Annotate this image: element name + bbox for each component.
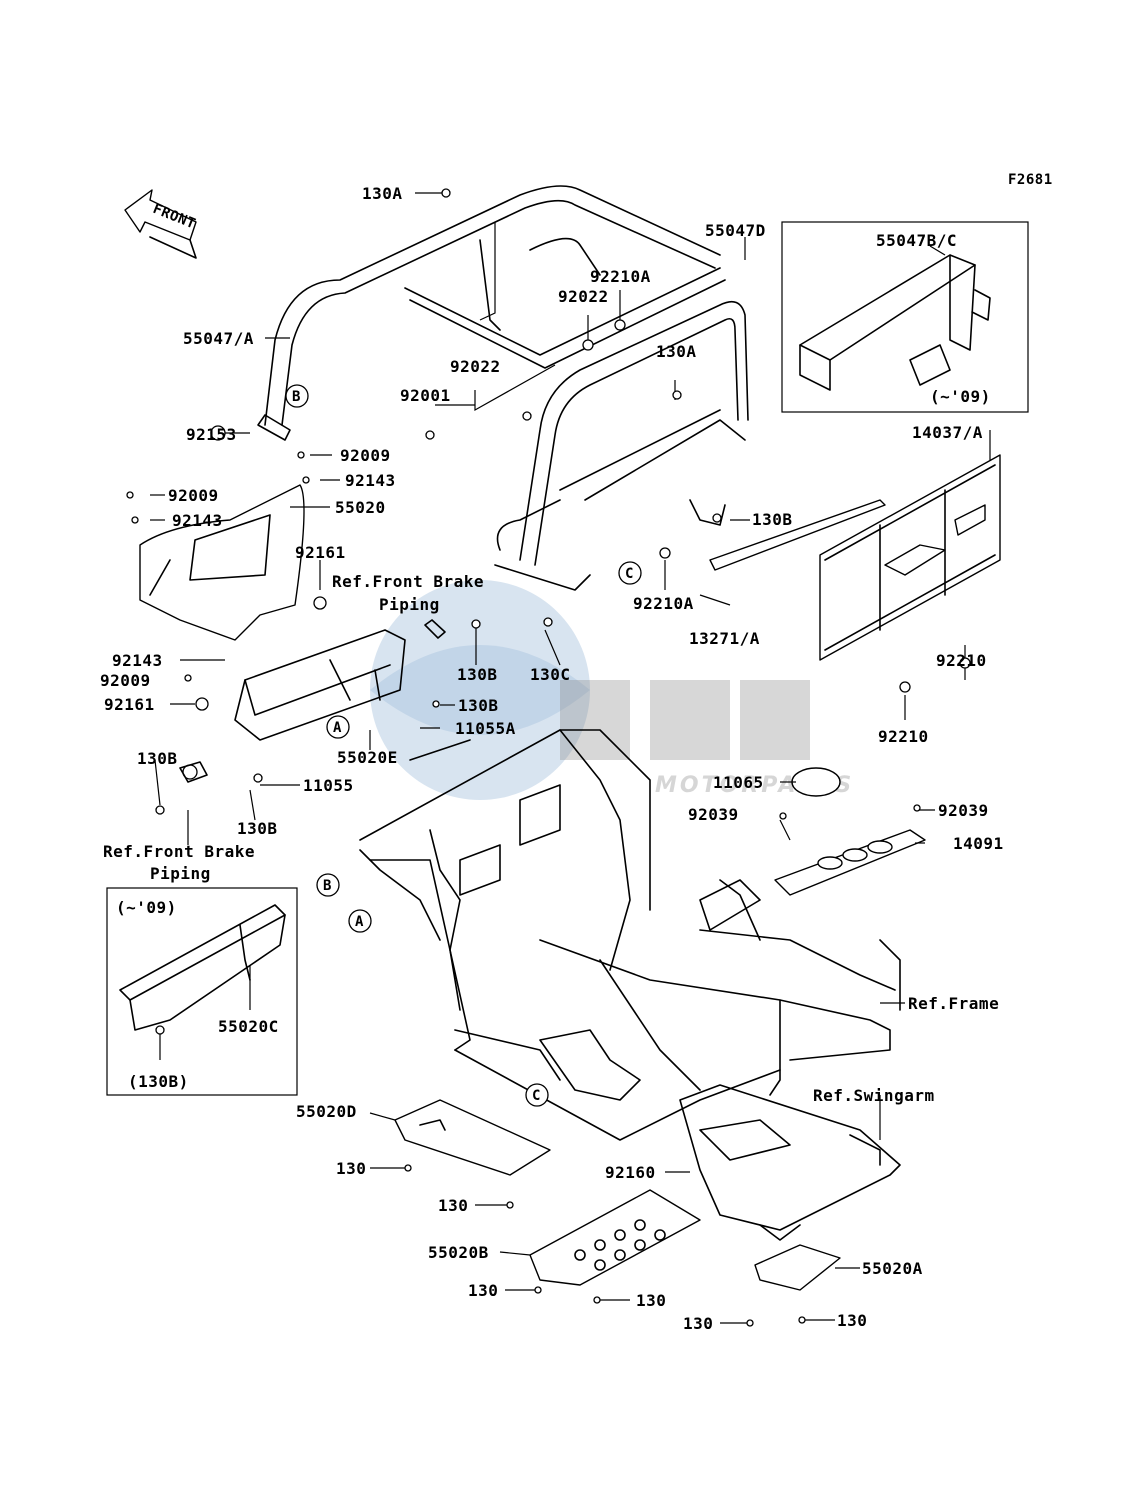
label-130A-mid: 130A xyxy=(656,342,697,361)
label-ref-front-brake-top-2: Piping xyxy=(379,595,440,614)
skid-plate-55020B xyxy=(529,1189,701,1286)
label-92143-a: 92143 xyxy=(345,471,396,490)
callout-C-top: C xyxy=(618,561,642,585)
label-55020: 55020 xyxy=(335,498,386,517)
label-92161-b: 92161 xyxy=(104,695,155,714)
label-92039-b: 92039 xyxy=(688,805,739,824)
label-92153: 92153 xyxy=(186,425,237,444)
inset-left-note: (~'09) xyxy=(116,898,177,917)
front-arrow-icon: FRONT xyxy=(124,189,198,259)
label-92022-b: 92022 xyxy=(450,357,501,376)
label-92210-b: 92210 xyxy=(878,727,929,746)
label-ref-front-brake-top-1: Ref.Front Brake xyxy=(332,572,484,591)
leader-lines xyxy=(150,192,991,1324)
label-14037A: 14037/A xyxy=(912,423,983,442)
label-55020E: 55020E xyxy=(337,748,398,767)
label-92039-a: 92039 xyxy=(938,801,989,820)
swingarm xyxy=(679,1084,901,1241)
label-92143-c: 92143 xyxy=(112,651,163,670)
label-92009-b: 92009 xyxy=(168,486,219,505)
label-130-e: 130 xyxy=(683,1314,713,1333)
label-ref-swingarm: Ref.Swingarm xyxy=(813,1086,935,1105)
label-130B-b: 130B xyxy=(237,819,278,838)
svg-text:A: A xyxy=(333,720,342,736)
label-92210-a: 92210 xyxy=(936,651,987,670)
main-frame xyxy=(359,729,901,1141)
callout-B-top: B xyxy=(285,384,309,408)
label-130B-e: 130B xyxy=(752,510,793,529)
front-bumper xyxy=(234,629,406,741)
bar-13271 xyxy=(709,499,886,571)
inset-left: (~'09) 55020C (130B) xyxy=(106,887,298,1096)
label-11055: 11055 xyxy=(303,776,354,795)
watermark-logo: MOTORPARTS xyxy=(370,580,851,800)
label-11065: 11065 xyxy=(713,773,764,792)
bolt-icons xyxy=(126,188,971,1327)
label-11055A: 11055A xyxy=(455,719,516,738)
label-130C: 130C xyxy=(530,665,571,684)
front-panel xyxy=(139,484,305,641)
label-92210A-b: 92210A xyxy=(633,594,694,613)
figure-code: F2681 xyxy=(1008,172,1053,188)
label-130B-c: 130B xyxy=(457,665,498,684)
label-130-b: 130 xyxy=(438,1196,468,1215)
label-92009-a: 92009 xyxy=(340,446,391,465)
svg-text:C: C xyxy=(532,1088,541,1104)
label-55020B: 55020B xyxy=(428,1243,489,1262)
svg-text:A: A xyxy=(355,914,364,930)
skid-plate-55020D xyxy=(394,1099,551,1176)
callout-A-left: A xyxy=(326,715,350,739)
roll-bar-rear xyxy=(494,300,749,591)
label-55020A: 55020A xyxy=(862,1259,923,1278)
label-130B-a: 130B xyxy=(137,749,178,768)
callout-A-frame: A xyxy=(348,909,372,933)
inset-top-part-label: 55047B/C xyxy=(876,231,957,250)
inset-left-part-label: 55020C xyxy=(218,1017,279,1036)
label-92009-c: 92009 xyxy=(100,671,151,690)
label-92210A-a: 92210A xyxy=(590,267,651,286)
label-130A-top: 130A xyxy=(362,184,403,203)
callout-B-frame: B xyxy=(316,873,340,897)
label-ref-front-brake-2: Piping xyxy=(150,864,211,883)
label-130-c: 130 xyxy=(468,1281,498,1300)
roll-bar-front xyxy=(257,185,726,441)
label-92161-a: 92161 xyxy=(295,543,346,562)
label-92001: 92001 xyxy=(400,386,451,405)
rear-cover xyxy=(774,829,926,896)
label-130-f: 130 xyxy=(837,1311,867,1330)
label-55020D: 55020D xyxy=(296,1102,357,1121)
rear-screen xyxy=(819,454,1001,661)
inset-left-bolt-label: (130B) xyxy=(128,1072,189,1091)
svg-text:B: B xyxy=(323,878,332,894)
label-130B-d: 130B xyxy=(458,696,499,715)
label-55047A: 55047/A xyxy=(183,329,254,348)
skid-plate-55020A xyxy=(754,1244,841,1291)
part-labels: 130A 55047/A 92153 92009 92143 92009 921… xyxy=(100,184,1004,1333)
label-14091: 14091 xyxy=(953,834,1004,853)
label-92022-a: 92022 xyxy=(558,287,609,306)
label-ref-frame: Ref.Frame xyxy=(908,994,999,1013)
cap-11065-icon xyxy=(791,767,841,797)
inset-top-note: (~'09) xyxy=(930,387,991,406)
label-92160: 92160 xyxy=(605,1163,656,1182)
label-ref-front-brake-1: Ref.Front Brake xyxy=(103,842,255,861)
label-92143-b: 92143 xyxy=(172,511,223,530)
label-13271A: 13271/A xyxy=(689,629,760,648)
svg-text:C: C xyxy=(625,566,634,582)
inset-top-right: 55047B/C (~'09) xyxy=(781,221,1029,413)
label-55047D: 55047D xyxy=(705,221,766,240)
label-130-a: 130 xyxy=(336,1159,366,1178)
label-130-d: 130 xyxy=(636,1291,666,1310)
callout-C-frame: C xyxy=(525,1083,549,1107)
svg-text:B: B xyxy=(292,389,301,405)
